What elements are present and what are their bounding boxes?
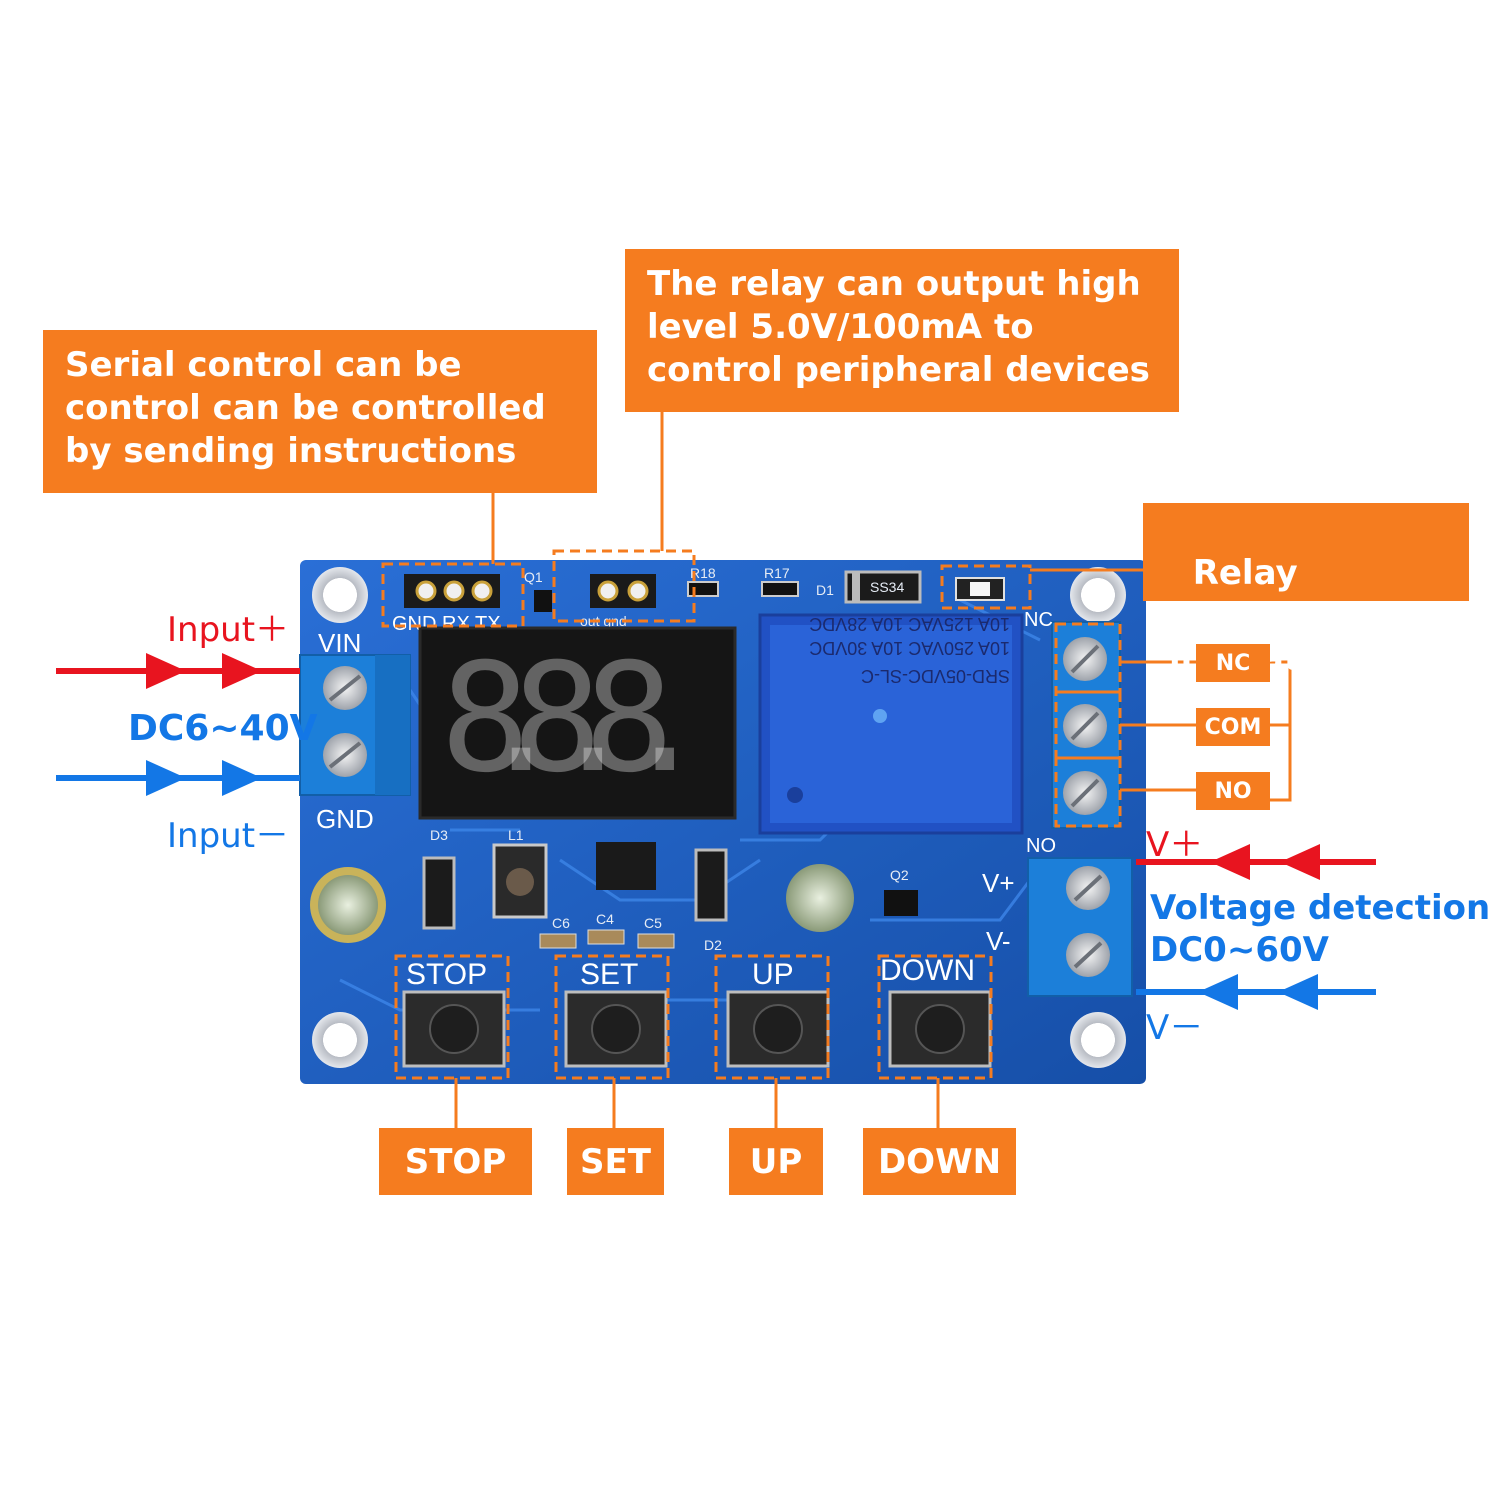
callout-relay-indicator: Relay closing indicator — [1143, 503, 1469, 679]
callout-nc-text: NC — [1215, 650, 1251, 676]
callout-nc: NC — [1196, 644, 1270, 682]
ic-chip — [596, 842, 656, 890]
label-input-range: DC6~40V — [128, 708, 318, 749]
button-set-switch[interactable] — [564, 990, 668, 1068]
button-down-switch[interactable] — [888, 990, 992, 1068]
label-v-plus: V＋ — [1146, 825, 1204, 865]
r17-resistor — [761, 581, 799, 597]
silk-gnd: GND — [316, 804, 374, 834]
callout-relay-output-text: The relay can output high level 5.0V/100… — [647, 264, 1150, 390]
label-detect-title: Voltage detection — [1150, 888, 1491, 928]
mount-hole-bl — [312, 1012, 368, 1068]
relay — [758, 613, 1024, 835]
detect-terminal-block — [1027, 857, 1133, 997]
relay-rating-text-1: 10A 250VAC 10A 30VDC — [809, 638, 1010, 658]
silk-c4: C4 — [596, 911, 614, 927]
callout-down-text: DOWN — [877, 1141, 1002, 1182]
d1-diode: SS34 — [844, 570, 922, 604]
callout-up-text: UP — [749, 1141, 803, 1182]
seven-segment-display: 8.8.8. — [418, 626, 737, 820]
highlight-boxes — [381, 549, 1122, 1080]
silk-stop: STOP — [406, 958, 487, 991]
out-header — [590, 574, 656, 608]
serial-header — [404, 574, 500, 608]
capacitor-center — [786, 864, 854, 932]
silk-up: UP — [752, 958, 794, 991]
callout-com: COM — [1196, 708, 1270, 746]
silk-vin: VIN — [318, 628, 361, 658]
silk-l1: L1 — [508, 827, 524, 843]
c6-cap — [539, 933, 577, 949]
arrow-detect-plus — [1136, 844, 1376, 880]
silk-set: SET — [580, 958, 638, 991]
silk-q1: Q1 — [524, 569, 543, 585]
callout-set-text: SET — [580, 1141, 651, 1182]
relay-model-text: SRD-05VDC-SL-C — [861, 666, 1010, 686]
c5-cap — [637, 933, 675, 949]
silk-c5: C5 — [644, 915, 662, 931]
silk-vminus: V- — [986, 926, 1011, 956]
svg-text:SS34: SS34 — [870, 579, 904, 595]
label-v-minus: V－ — [1146, 1008, 1204, 1048]
silk-d2: D2 — [704, 937, 722, 953]
button-up-switch[interactable] — [726, 990, 830, 1068]
mount-hole-tr — [1070, 567, 1126, 623]
silk-nc: NC — [1024, 609, 1053, 631]
l1-inductor — [492, 843, 548, 919]
callout-serial-control: Serial control can be control can be con… — [43, 330, 597, 493]
callout-down: DOWN — [863, 1128, 1016, 1195]
callout-no: NO — [1196, 772, 1270, 810]
relay-rating-text-2: 10A 125VAC 10A 28VDC — [809, 614, 1010, 634]
callout-up: UP — [729, 1128, 823, 1195]
silk-d3: D3 — [430, 827, 448, 843]
callout-com-text: COM — [1204, 714, 1262, 740]
d3-diode — [422, 856, 456, 930]
relay-terminal-block — [1051, 621, 1121, 829]
arrow-detect-minus — [1136, 974, 1376, 1010]
arrow-input-minus — [56, 760, 300, 796]
display-digits: 8.8.8. — [440, 632, 710, 806]
capacitor-left — [310, 867, 386, 943]
callout-stop-text: STOP — [404, 1141, 507, 1182]
c4-cap — [587, 929, 625, 945]
silk-down: DOWN — [880, 954, 975, 987]
silk-out-header: out gnd — [580, 613, 627, 629]
silk-d1: D1 — [816, 582, 834, 598]
mount-hole-tl — [312, 567, 368, 623]
label-input-plus: Input＋ — [167, 610, 290, 650]
callout-no-text: NO — [1214, 778, 1252, 804]
mount-hole-br — [1070, 1012, 1126, 1068]
led-indicator — [955, 577, 1005, 601]
label-detect-range: DC0~60V — [1150, 930, 1329, 970]
silk-r17: R17 — [764, 565, 790, 581]
label-input-minus: Input－ — [167, 816, 290, 856]
button-stop-switch[interactable] — [402, 990, 506, 1068]
callout-relay-output: The relay can output high level 5.0V/100… — [625, 249, 1179, 412]
callout-serial-text: Serial control can be control can be con… — [65, 345, 546, 471]
arrow-input-plus — [56, 653, 300, 689]
d2-diode — [694, 848, 728, 922]
q1-transistor — [534, 590, 552, 612]
silk-vplus: V+ — [982, 868, 1015, 898]
callout-stop: STOP — [379, 1128, 532, 1195]
callout-leaders — [454, 412, 1292, 1128]
q2-transistor — [884, 890, 918, 916]
silk-c6: C6 — [552, 915, 570, 931]
power-terminal-block — [299, 654, 411, 796]
callout-set: SET — [567, 1128, 664, 1195]
silk-r18: R18 — [690, 565, 716, 581]
silk-no: NO — [1026, 835, 1056, 857]
silk-q2: Q2 — [890, 867, 909, 883]
